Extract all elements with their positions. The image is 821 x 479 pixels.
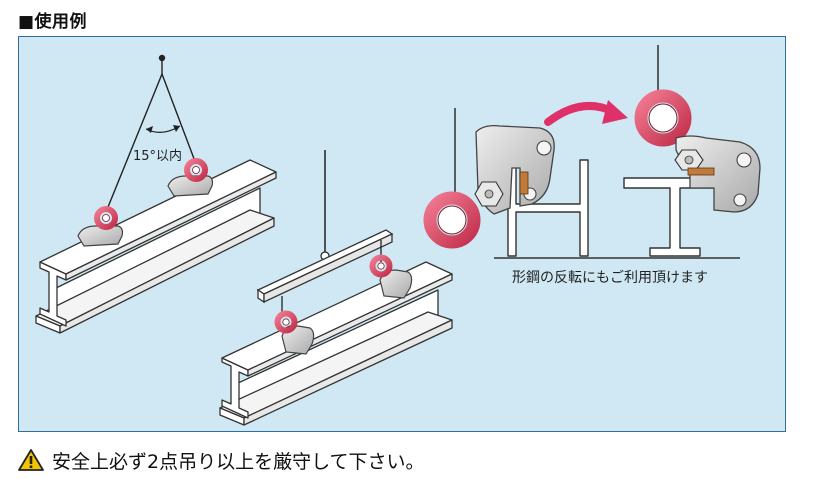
large-lifting-clamp bbox=[423, 124, 555, 249]
rotation-arrow-icon bbox=[544, 100, 628, 126]
turning-caption: 形鋼の反転にもご利用頂けます bbox=[512, 270, 708, 286]
scene-section-turning: 形鋼の反転にもご利用頂けます bbox=[423, 45, 761, 286]
warning-notice: 安全上必ず2点吊り以上を厳守して下さい。 bbox=[18, 446, 425, 474]
warning-icon bbox=[18, 449, 44, 471]
section-heading: ■使用例 bbox=[18, 12, 88, 32]
i-beam bbox=[219, 261, 453, 426]
h-section-steel bbox=[507, 159, 589, 257]
angle-label: 15°以内 bbox=[133, 148, 182, 164]
lifting-clamp bbox=[274, 310, 315, 355]
sling-wire bbox=[105, 54, 197, 213]
warning-text: 安全上必ず2点吊り以上を厳守して下さい。 bbox=[52, 450, 425, 473]
lifting-clamp bbox=[77, 206, 124, 247]
lifting-clamp bbox=[369, 254, 413, 299]
spreader-beam bbox=[256, 229, 394, 304]
usage-illustration: 15°以内 bbox=[35, 45, 761, 426]
scene-spreader-beam-lift bbox=[219, 150, 453, 426]
scene-two-point-lift: 15°以内 bbox=[35, 54, 277, 334]
i-beam bbox=[35, 159, 277, 334]
large-lifting-clamp bbox=[634, 89, 761, 213]
rotated-section-steel bbox=[623, 177, 725, 257]
lifting-clamp bbox=[167, 158, 214, 197]
